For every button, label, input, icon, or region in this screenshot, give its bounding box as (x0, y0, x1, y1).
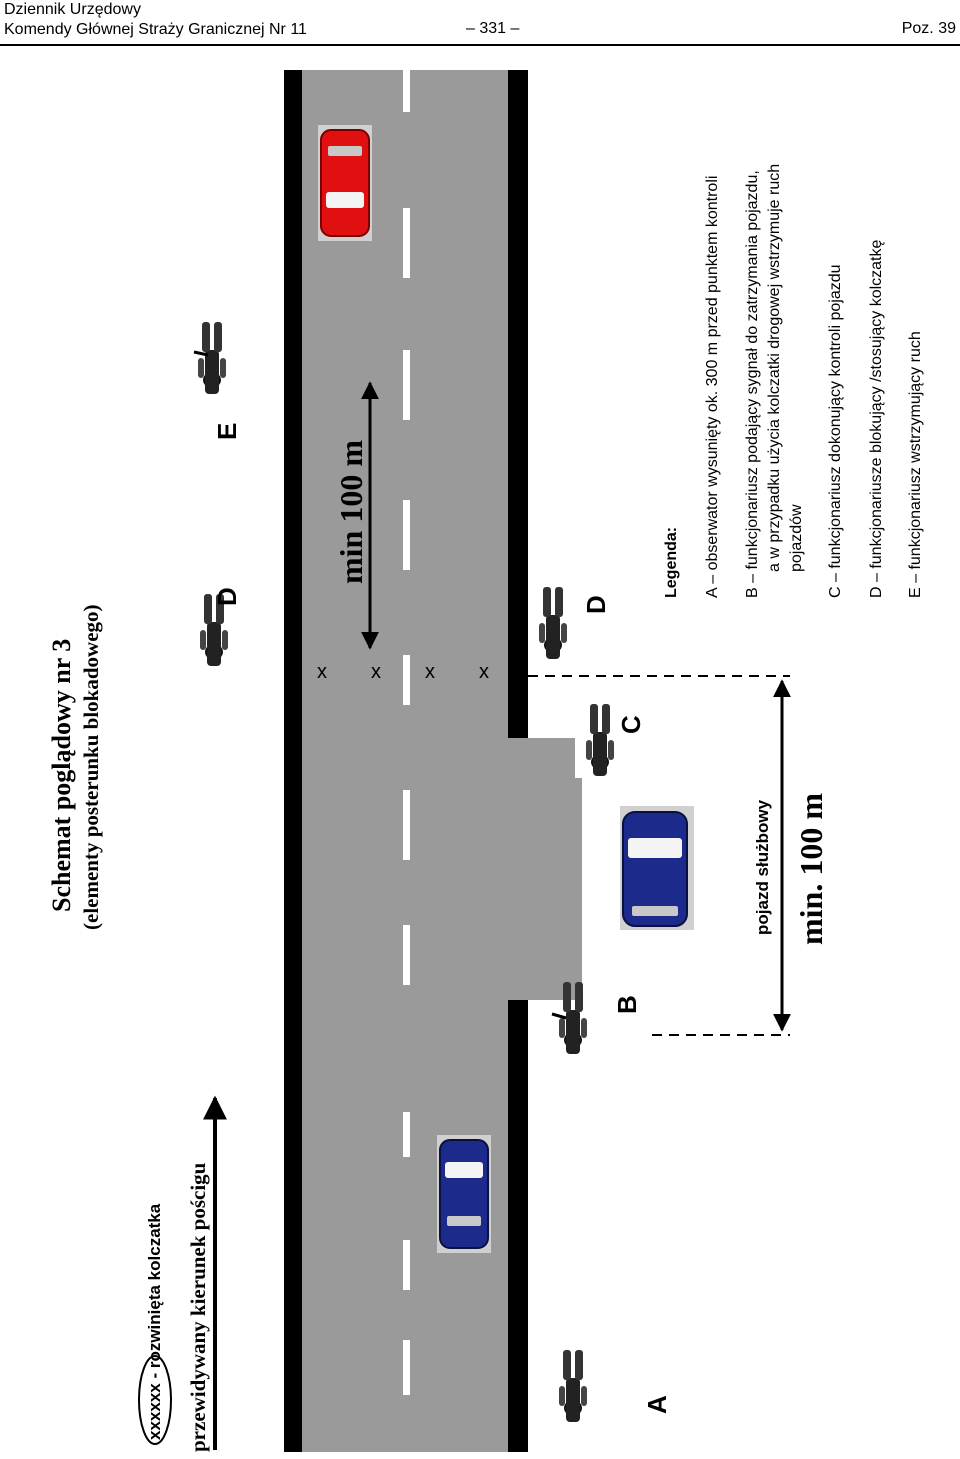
header-rule (0, 44, 960, 46)
page-number: – 331 – (466, 20, 520, 37)
letter-e: E (212, 423, 242, 440)
letter-c: C (616, 715, 646, 734)
letter-d-top: D (212, 587, 242, 606)
letter-b: B (612, 995, 642, 1014)
direction-label: przewidywany kierunek pościgu (186, 1162, 210, 1452)
spike-legend-circle (138, 1355, 172, 1445)
officer-c-icon (586, 704, 614, 776)
spike-legend: xxxxxx - rozwinięta kolczatka (145, 1203, 164, 1440)
legend-item-c: C – funkcjonariusz dokonujący kontroli p… (827, 264, 844, 598)
legend-item-b-cont: a w przypadku użycia kolczatki drogowej … (766, 164, 783, 572)
diagram-title: Schemat poglądowy nr 3 (47, 639, 76, 912)
lay-by-entrance (575, 738, 583, 778)
signal-paddle-e-icon (193, 350, 209, 357)
legend-item-e: E – funkcjonariusz wstrzymujący ruch (907, 331, 924, 598)
diagram-subtitle: (elementy posterunku blokadowego) (79, 604, 103, 930)
authority-title: Komendy Głównej Straży Granicznej Nr 11 (4, 21, 307, 38)
service-vehicle (620, 806, 694, 930)
legend-item-a: A – obserwator wysunięty ok. 300 m przed… (704, 176, 721, 598)
letter-a: A (642, 1395, 672, 1414)
legend-item-b-cont2: pojazdów (788, 504, 805, 572)
legend-title: Legenda: (663, 527, 680, 598)
position-number: Poz. 39 (901, 20, 956, 37)
road-edge-left (284, 70, 302, 1452)
spike-mark: x (479, 661, 489, 683)
journal-title: Dziennik Urzędowy (4, 1, 141, 18)
distance-label-bottom: min. 100 m (793, 793, 829, 945)
legend-item-d: D – funkcjonariusze blokujący /stosujący… (868, 240, 885, 598)
blue-car-road (437, 1135, 491, 1253)
spike-mark: x (317, 661, 327, 683)
lane-markings (403, 70, 410, 1395)
letter-d-bottom: D (581, 595, 611, 614)
officer-e-icon (198, 322, 226, 394)
distance-label-top: min 100 m (333, 440, 369, 584)
legend-item-b: B – funkcjonariusz podający sygnał do za… (744, 170, 761, 598)
red-car (318, 125, 372, 241)
signal-paddle-b-icon (551, 1012, 567, 1020)
spike-mark: x (425, 661, 435, 683)
lay-by (508, 738, 582, 1000)
road-edge-right-top (508, 70, 528, 738)
spike-mark: x (371, 661, 381, 683)
observer-a-icon (559, 1350, 587, 1422)
officer-d-bottom-icon (539, 587, 567, 659)
service-vehicle-label: pojazd służbowy (753, 799, 772, 935)
road-edge-right-bottom (508, 1000, 528, 1452)
